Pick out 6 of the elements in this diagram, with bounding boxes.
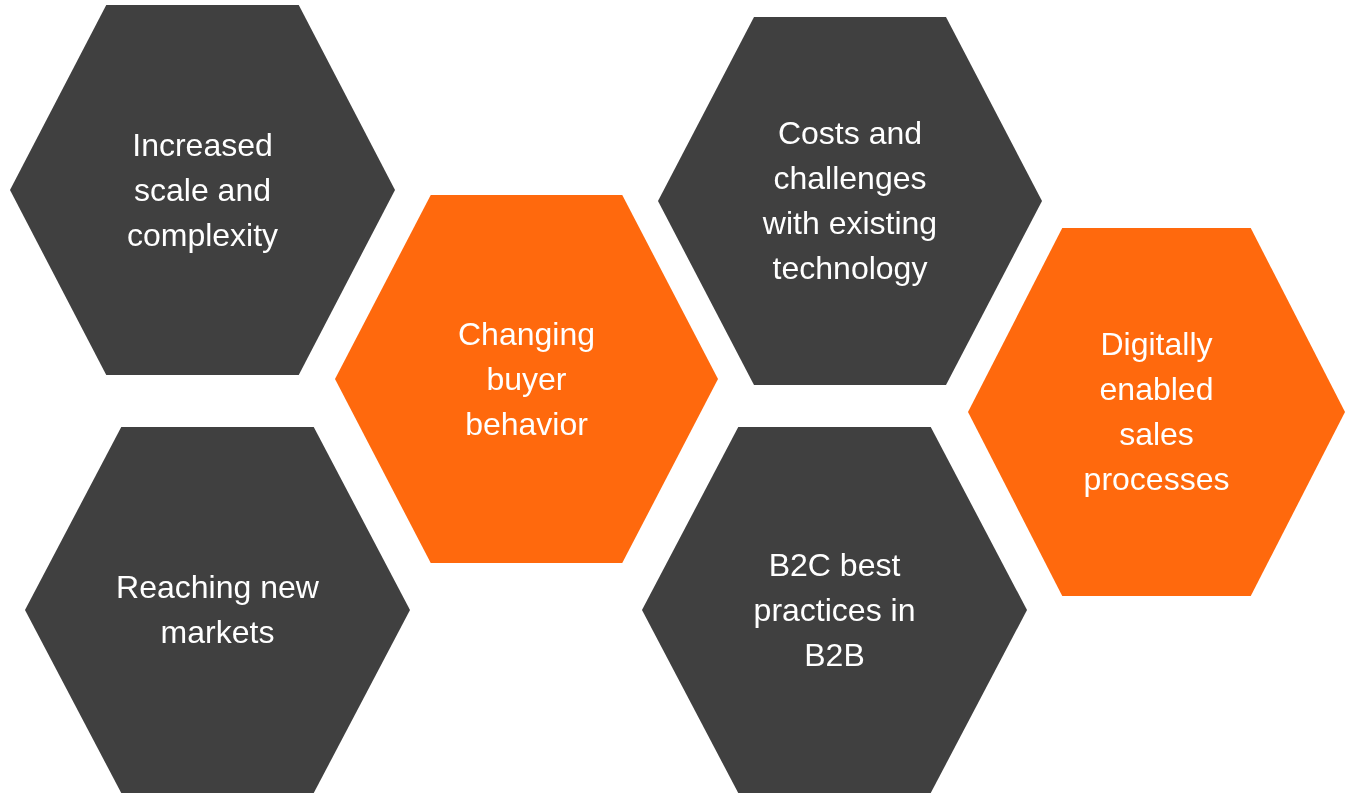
hexagon-label: Increased scale and complexity <box>125 125 280 255</box>
hexagon-label: Costs and challenges with existing technology <box>761 114 939 288</box>
hexagon-label: Changing buyer behavior <box>457 314 596 444</box>
hexagon-label: Reaching new markets <box>115 568 320 652</box>
hexagon-label: B2C best practices in B2B <box>752 545 917 675</box>
hexagon-label: Digitally enabled sales processes <box>1082 325 1231 499</box>
